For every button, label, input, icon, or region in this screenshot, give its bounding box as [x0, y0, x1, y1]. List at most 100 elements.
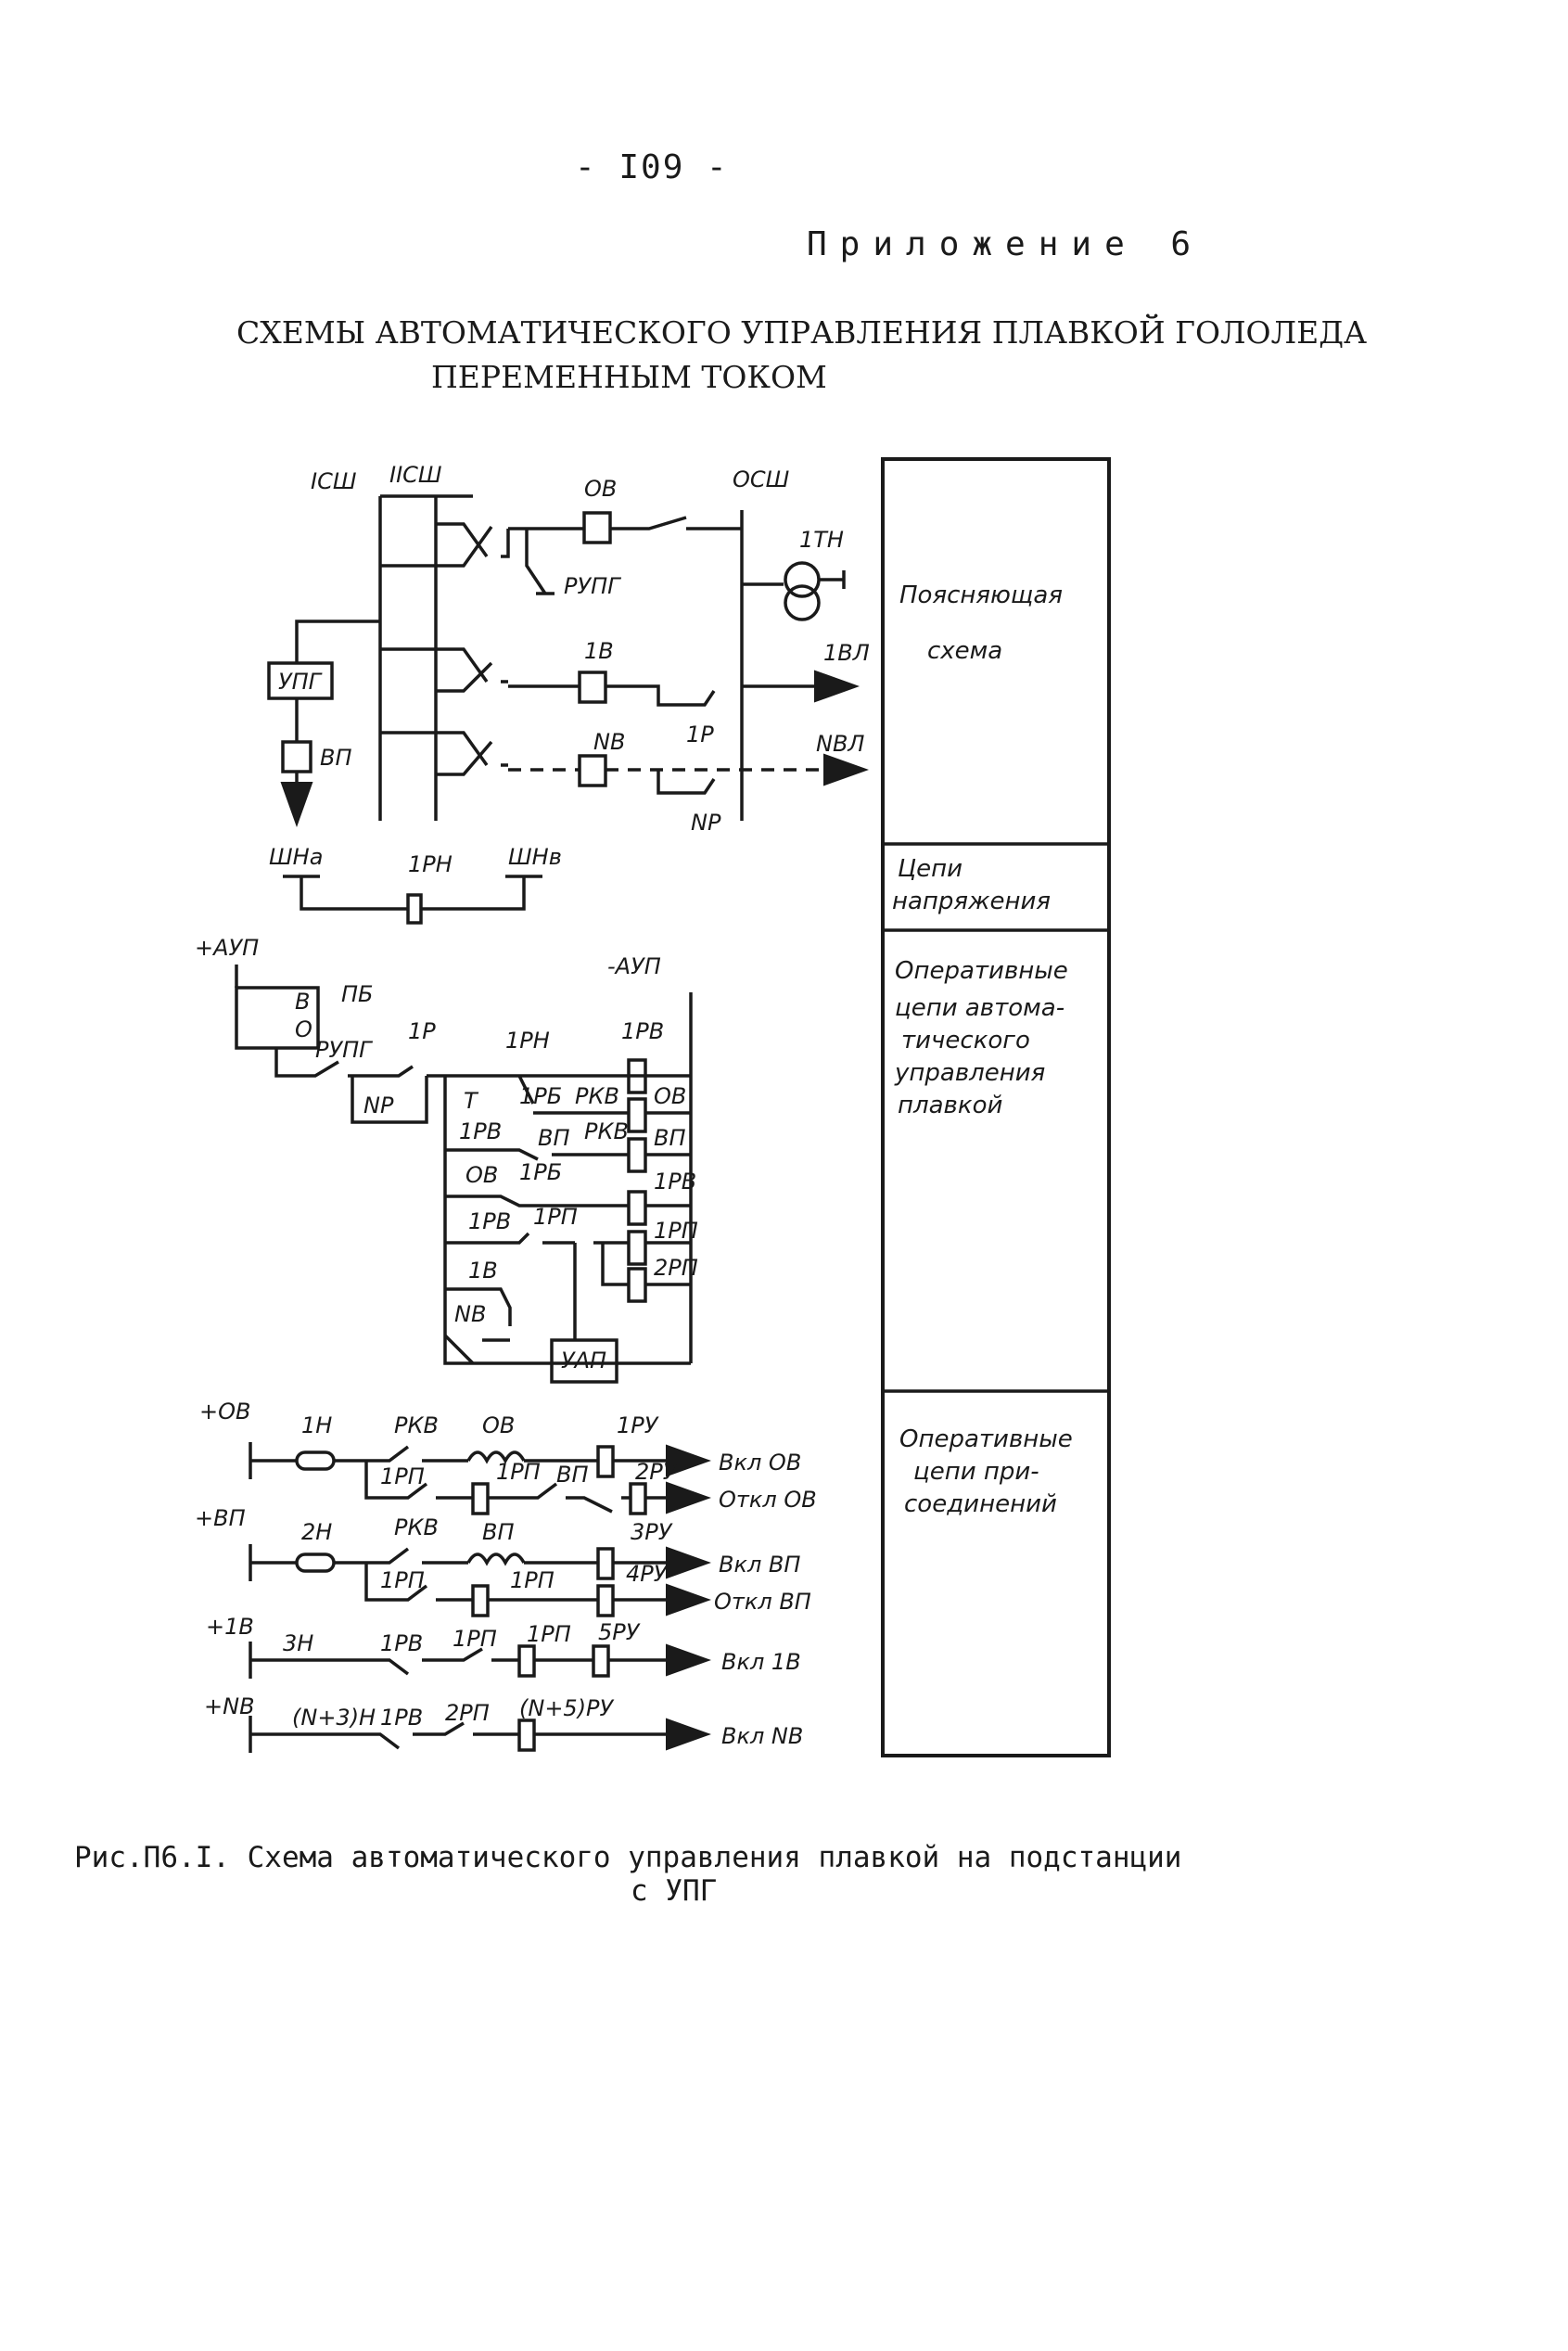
label-rupg-2: РУПГ [315, 1037, 373, 1063]
figure-caption: Рис.П6.I. Схема автоматического управлен… [74, 1841, 1181, 1908]
label-plus-ov: +ОВ [199, 1399, 250, 1425]
side-conn-1: Оперативные [899, 1425, 1073, 1453]
label-1ru: 1РУ [617, 1412, 659, 1438]
coil-vp-connect [466, 1552, 526, 1566]
caption-line-1: Рис.П6.I. Схема автоматического управлен… [74, 1841, 1182, 1874]
side-auto-1: Оперативные [895, 957, 1068, 985]
label-1rv: 1РВ [621, 1018, 664, 1044]
breaker-nv [578, 754, 607, 787]
label-1rp-4: 1РП [380, 1567, 425, 1593]
label-1v: 1В [584, 638, 614, 664]
label-1rv-2: 1РВ [459, 1118, 502, 1144]
label-plus-nv: +NВ [204, 1693, 255, 1719]
label-vp-coil: ВП [654, 1125, 686, 1151]
label-2ru: 2РУ [635, 1459, 678, 1485]
coil-1rp [627, 1230, 647, 1266]
label-plus-aup: +АУП [195, 935, 259, 961]
label-on-nv: Вкл NВ [721, 1723, 803, 1749]
label-bus-2: IIСШ [389, 462, 442, 488]
side-panel-frame [881, 457, 1111, 1757]
label-fuse-1n: 1Н [301, 1412, 332, 1438]
label-ov-coil-2: ОВ [482, 1412, 515, 1438]
label-vp-3: ВП [556, 1462, 589, 1488]
label-fuse-n3n: (N+3)Н [292, 1705, 376, 1731]
label-3ru: 3РУ [631, 1519, 673, 1545]
label-nv-2: NВ [454, 1301, 486, 1327]
label-1v-2: 1В [468, 1258, 498, 1284]
coil-ov-connect [466, 1450, 526, 1464]
label-bus-1: IСШ [311, 468, 357, 494]
relay-n5ru [517, 1719, 536, 1752]
label-1rb-2: 1РБ [519, 1159, 562, 1185]
caption-line-2: с УПГ [631, 1874, 718, 1908]
fuse-1n [295, 1450, 336, 1471]
coil-vp [627, 1137, 647, 1173]
label-1rp-5: 1РП [510, 1567, 555, 1593]
label-ov: ОВ [584, 476, 617, 502]
label-1rv-3: 1РВ [468, 1208, 511, 1234]
coil-ov [627, 1097, 647, 1133]
label-upg: УПГ [278, 669, 323, 695]
label-1r: 1Р [686, 722, 714, 747]
label-shnv: ШНв [508, 844, 562, 870]
label-vp-coil-2: ВП [482, 1519, 515, 1545]
side-explanatory-1: Поясняющая [899, 581, 1063, 609]
label-nvl: NВЛ [816, 731, 864, 757]
side-explanatory-2: схема [927, 637, 1002, 665]
label-nv: NВ [593, 729, 625, 755]
label-1vl: 1ВЛ [823, 640, 870, 666]
label-1r-2: 1Р [408, 1018, 436, 1044]
label-on-1v: Вкл 1В [721, 1649, 801, 1675]
label-1rn-2: 1РН [505, 1028, 550, 1054]
label-ov-coil: ОВ [654, 1083, 686, 1109]
side-auto-2: цепи автома- [895, 994, 1064, 1022]
label-nr: NР [691, 810, 721, 836]
label-shna: ШНа [269, 844, 323, 870]
breaker-1v [578, 671, 607, 704]
page-title: СХЕМЫ АВТОМАТИЧЕСКОГО УПРАВЛЕНИЯ ПЛАВКОЙ… [236, 311, 1367, 400]
relay-1rp-c [517, 1644, 536, 1678]
label-bypass-bus: ОСШ [733, 466, 790, 492]
label-2rp-coil: 2РП [654, 1255, 698, 1281]
label-vp: ВП [320, 745, 352, 771]
label-fuse-3n: 3Н [283, 1630, 313, 1656]
label-1rn: 1РН [408, 851, 453, 877]
label-rkv-1: РКВ [575, 1083, 619, 1109]
side-conn-2: цепи при- [913, 1458, 1039, 1486]
label-t-symbol: T [464, 1088, 479, 1114]
label-ov-2: ОВ [465, 1162, 498, 1188]
label-1rb: 1РБ [519, 1083, 562, 1109]
label-1rp-2: 1РП [380, 1463, 425, 1489]
side-auto-3: тического [901, 1027, 1030, 1054]
label-2rp: 2РП [445, 1700, 490, 1726]
label-plus-vp: +ВП [195, 1505, 246, 1531]
side-voltage-1: Цепи [898, 855, 962, 883]
side-auto-5: плавкой [898, 1092, 1002, 1119]
device-uap [550, 1338, 618, 1384]
title-line-2: ПЕРЕМЕННЫМ ТОКОМ [431, 359, 827, 395]
label-1rp-6: 1РП [453, 1626, 497, 1652]
breaker-ov [582, 511, 612, 544]
relay-1rp-a [471, 1482, 490, 1515]
label-1rp-3: 1РП [496, 1459, 541, 1485]
label-rkv-2: РКВ [584, 1118, 629, 1144]
label-4ru: 4РУ [626, 1561, 669, 1587]
label-1rv-4: 1РВ [380, 1630, 423, 1656]
label-vt: 1ТН [799, 527, 844, 553]
label-1rv-5: 1РВ [380, 1705, 423, 1731]
label-rkv-4: РКВ [394, 1514, 439, 1540]
label-off-vp: Откл ВП [714, 1589, 811, 1615]
label-on-ov: Вкл ОВ [719, 1450, 801, 1476]
label-n5ru: (N+5)РУ [519, 1695, 615, 1721]
label-plus-1v: +1В [206, 1614, 254, 1640]
title-line-1: СХЕМЫ АВТОМАТИЧЕСКОГО УПРАВЛЕНИЯ ПЛАВКОЙ… [236, 314, 1368, 351]
relay-2ru [629, 1482, 647, 1515]
side-auto-4: управления [894, 1059, 1045, 1087]
label-pb: ПБ [341, 981, 374, 1007]
fuse-2n [295, 1552, 336, 1573]
label-5ru: 5РУ [598, 1619, 641, 1645]
label-1rv-coil: 1РВ [654, 1169, 696, 1195]
label-pb-off: О [295, 1016, 312, 1042]
relay-1ru [596, 1445, 615, 1478]
